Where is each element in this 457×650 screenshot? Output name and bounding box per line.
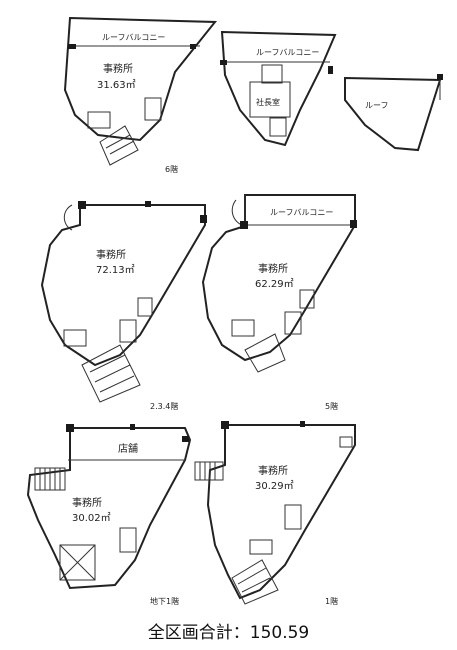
f6-office-label: 事務所	[103, 62, 133, 75]
f1-floor-label: 1階	[325, 596, 338, 606]
f1-office-label: 事務所	[258, 464, 288, 477]
floor-plans: ルーフバルコニー 事務所 31.63㎡ ルーフバルコニー 社長室 ルーフ 6階 …	[26, 16, 443, 606]
f5-floor-label: 5階	[325, 401, 338, 411]
f6-floor-label: 6階	[165, 164, 178, 174]
floor-6-left-plan	[63, 16, 218, 166]
b1-shop-label: 店舗	[118, 442, 138, 455]
f5-office-label: 事務所	[258, 262, 288, 275]
f234-floor-label: 2.3.4階	[150, 401, 178, 411]
b1-office-label: 事務所	[72, 496, 102, 509]
b1-floor-label: 地下1階	[150, 596, 179, 606]
f6-storage-label: 社長室	[256, 97, 280, 107]
f5-office-area: 62.29㎡	[255, 278, 294, 290]
floor-b1-plan	[26, 424, 192, 590]
f6-mid-roof-balcony-label: ルーフバルコニー	[256, 48, 319, 57]
f234-office-area: 72.13㎡	[96, 264, 135, 276]
b1-office-area: 30.02㎡	[72, 512, 111, 524]
floor-5-plan	[201, 194, 357, 373]
f5-roof-balcony-label: ルーフバルコニー	[270, 208, 333, 217]
floor-6-middle-plan	[220, 30, 337, 147]
f1-office-area: 30.29㎡	[255, 480, 294, 492]
f234-office-label: 事務所	[96, 248, 126, 261]
floor-234-plan	[40, 201, 207, 403]
floor-1-plan	[194, 421, 356, 605]
f6-roof-balcony-label: ルーフバルコニー	[102, 33, 165, 42]
f6-roof-label: ルーフ	[365, 101, 389, 110]
total-area: 全区画合計：150.59	[147, 623, 310, 643]
f6-office-area: 31.63㎡	[97, 79, 136, 91]
floor-6-right-roof	[344, 74, 443, 152]
